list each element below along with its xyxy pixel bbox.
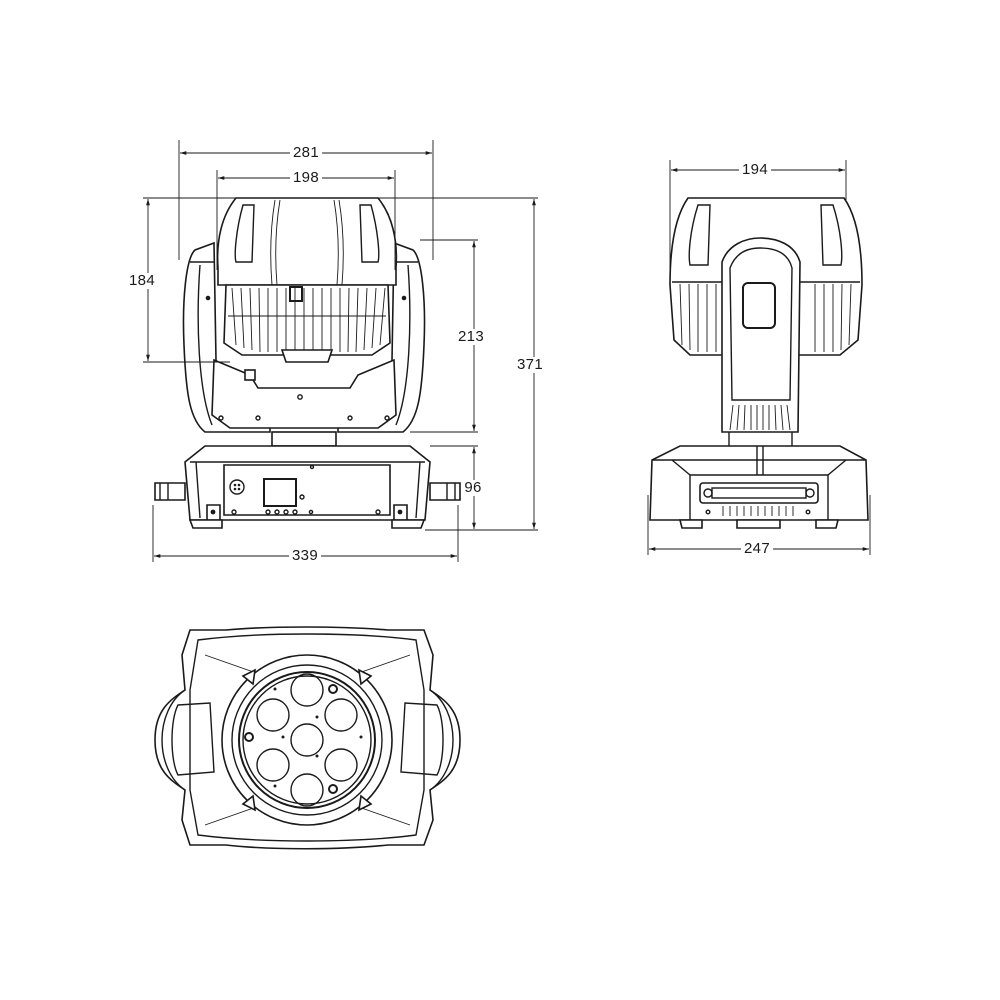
side-view [649,197,869,529]
dimension-base-depth: 247 [741,541,773,557]
yoke-fins [729,404,791,431]
side-fins [679,283,852,352]
front-dimensions [143,140,538,562]
dimension-base-width: 339 [289,548,321,564]
front-view [154,197,461,529]
dimension-head-width: 198 [290,170,322,186]
dimension-yoke-height: 213 [455,329,487,345]
base-vents [722,506,794,516]
top-view [154,626,461,850]
dimension-head-height: 184 [126,273,158,289]
dimension-overall-width: 281 [290,145,322,161]
dimension-base-height: 96 [461,480,485,496]
dimension-head-depth: 194 [739,162,771,178]
head-fins [228,287,386,353]
lens-array [256,673,358,807]
dimension-total-height: 371 [514,357,546,373]
